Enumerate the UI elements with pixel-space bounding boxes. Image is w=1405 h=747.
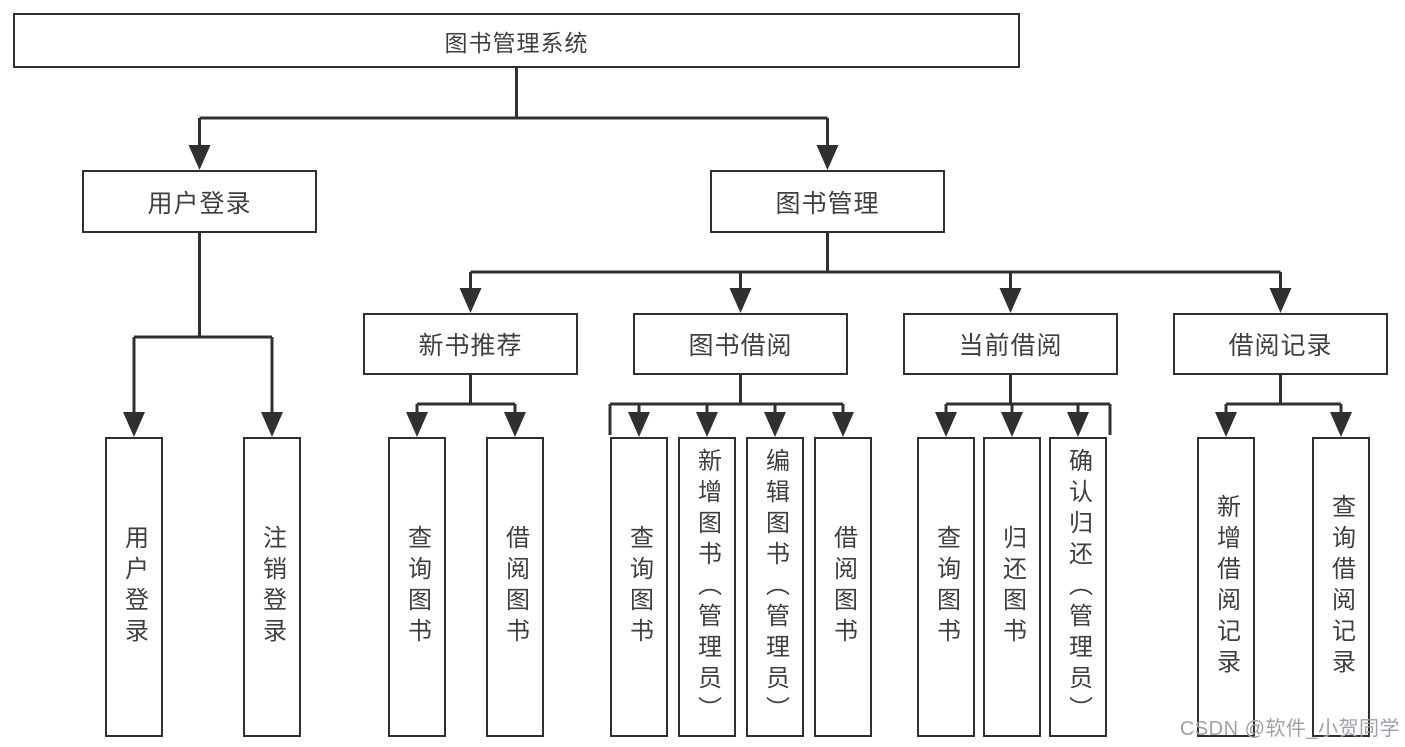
csdn-watermark: CSDN @软件_小贺同学 <box>1179 718 1400 740</box>
node-records-add-borrow-record: 新增借阅记录 <box>1197 437 1255 737</box>
node-borrowing-edit-books-admin: 编辑图书（管理员） <box>746 437 804 737</box>
node-borrowing-add-books-admin: 新增图书（管理员） <box>678 437 736 737</box>
node-borrowing-records: 借阅记录 <box>1173 313 1388 375</box>
node-user-login-leaf: 用户登录 <box>105 437 163 737</box>
node-borrowing-query-books: 查询图书 <box>610 437 668 737</box>
arrowheads <box>123 145 1352 437</box>
node-logout-leaf: 注销登录 <box>243 437 301 737</box>
node-book-management-branch: 图书管理 <box>710 170 945 233</box>
node-current-query-books: 查询图书 <box>917 437 975 737</box>
node-records-query-borrow-record: 查询借阅记录 <box>1312 437 1370 737</box>
node-user-login-branch: 用户登录 <box>82 170 317 233</box>
node-recommend-query-books: 查询图书 <box>388 437 446 737</box>
node-current-borrowing: 当前借阅 <box>903 313 1118 375</box>
node-current-confirm-return-admin: 确认归还（管理员） <box>1049 437 1107 737</box>
node-book-borrowing: 图书借阅 <box>633 313 848 375</box>
node-recommend-borrow-books: 借阅图书 <box>486 437 544 737</box>
node-current-return-books: 归还图书 <box>983 437 1041 737</box>
node-new-book-recommendation: 新书推荐 <box>363 313 578 375</box>
node-borrowing-borrow-books: 借阅图书 <box>814 437 872 737</box>
node-library-management-system: 图书管理系统 <box>13 13 1020 68</box>
